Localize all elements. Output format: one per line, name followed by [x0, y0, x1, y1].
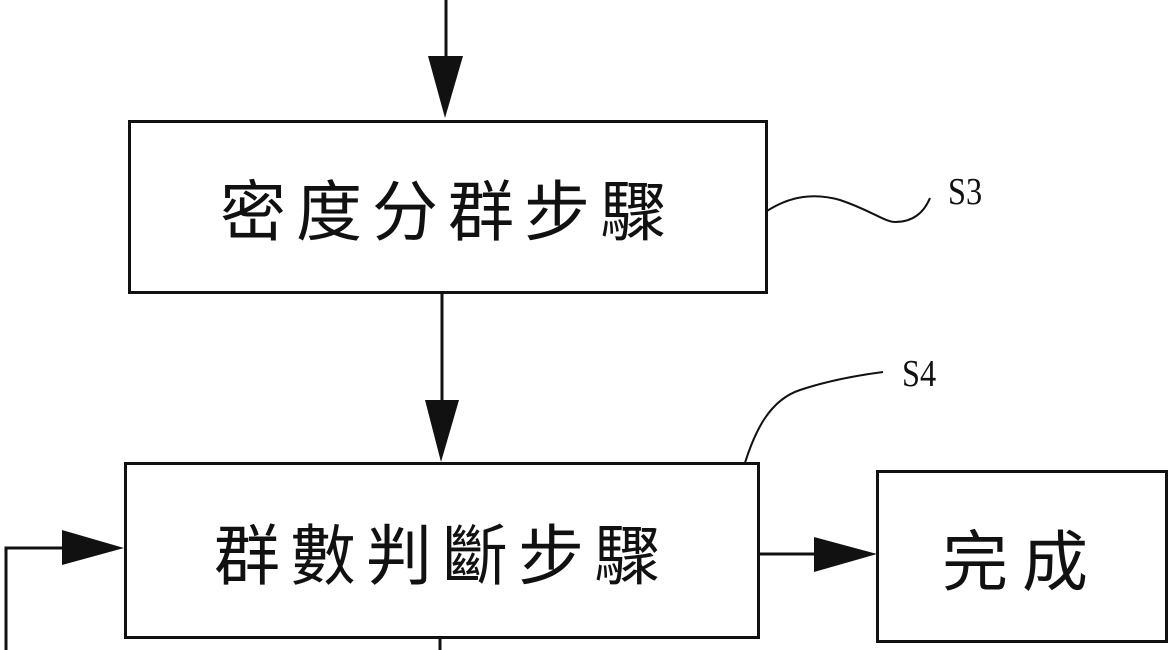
arrowhead-down-icon	[428, 56, 463, 118]
s3-leader-line	[763, 195, 931, 224]
step-label: 密度分群步驟	[220, 174, 676, 251]
arrowhead-right-icon	[814, 537, 877, 572]
arrowhead-right-icon	[62, 530, 124, 565]
density-clustering-step-box: 密度分群步驟	[128, 120, 768, 294]
s4-leader-line	[743, 371, 884, 467]
arrowhead-down-icon	[425, 400, 459, 462]
s4-reference-label: S4	[902, 353, 937, 395]
complete-box: 完成	[876, 470, 1168, 643]
step-label: 完成	[942, 523, 1102, 601]
s3-reference-label: S3	[948, 171, 983, 213]
loop-back-line	[4, 546, 66, 650]
cluster-count-decision-step-box: 群數判斷步驟	[124, 462, 760, 639]
step-label: 群數判斷步驟	[214, 517, 670, 595]
